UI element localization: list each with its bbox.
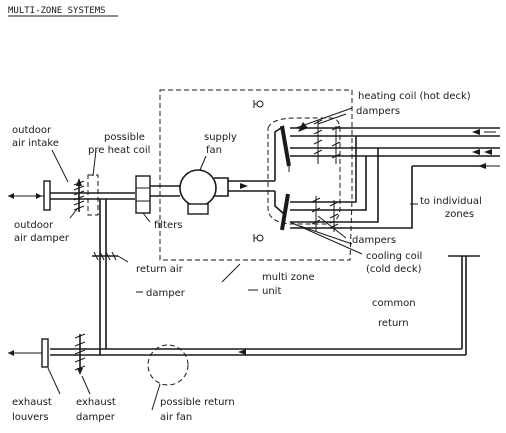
pre-heat-coil [87,174,99,216]
damper-actuator-top [253,100,264,108]
exhaust-damper [74,333,86,375]
cooling-coil [280,193,290,231]
outdoor-air-louver [8,180,51,211]
label-cooling-coil: cooling coil (cold deck) [366,251,426,275]
return-duct [50,199,480,356]
label-exhaust-louvers: exhaust louvers [12,397,55,423]
hot-deck-zone-dampers [298,119,341,164]
label-multi-zone-unit: multi zone unit [262,272,318,297]
supply-fan [179,169,229,215]
heating-coil [280,125,291,172]
label-possible-return-air-fan: possible return air fan [160,397,238,423]
return-air-damper [92,251,118,261]
intake-duct [50,185,180,200]
label-common-return: common return [372,298,419,329]
label-to-individual-zones: to individual zones [420,196,485,220]
possible-return-air-fan [147,344,189,386]
damper-actuator-bottom [253,234,264,242]
label-dampers-bottom: dampers [352,235,396,246]
label-possible-pre-heat-coil: possible pre heat coil [88,132,150,156]
label-heating-coil: heating coil (hot deck) [358,91,471,102]
hot-deck-ducts [290,127,500,169]
label-filters: filters [154,220,182,231]
label-dampers-top: dampers [356,106,400,117]
cold-deck-zone-dampers [311,196,339,232]
label-exhaust-damper: exhaust damper [76,397,119,423]
multi-zone-unit-boundary [159,89,353,261]
label-return-air-damper: return air damper [136,264,186,299]
page-title: MULTI-ZONE SYSTEMS [8,6,106,16]
coil-section-boundary [267,117,341,225]
exhaust-louver [8,338,49,368]
outdoor-air-damper [73,178,85,212]
label-outdoor-air-damper: outdoor air damper [14,220,70,244]
filters-element [135,175,151,214]
label-supply-fan: supply fan [204,132,240,156]
leader-lines [47,107,418,411]
label-outdoor-air-intake: outdoor air intake [12,125,59,149]
